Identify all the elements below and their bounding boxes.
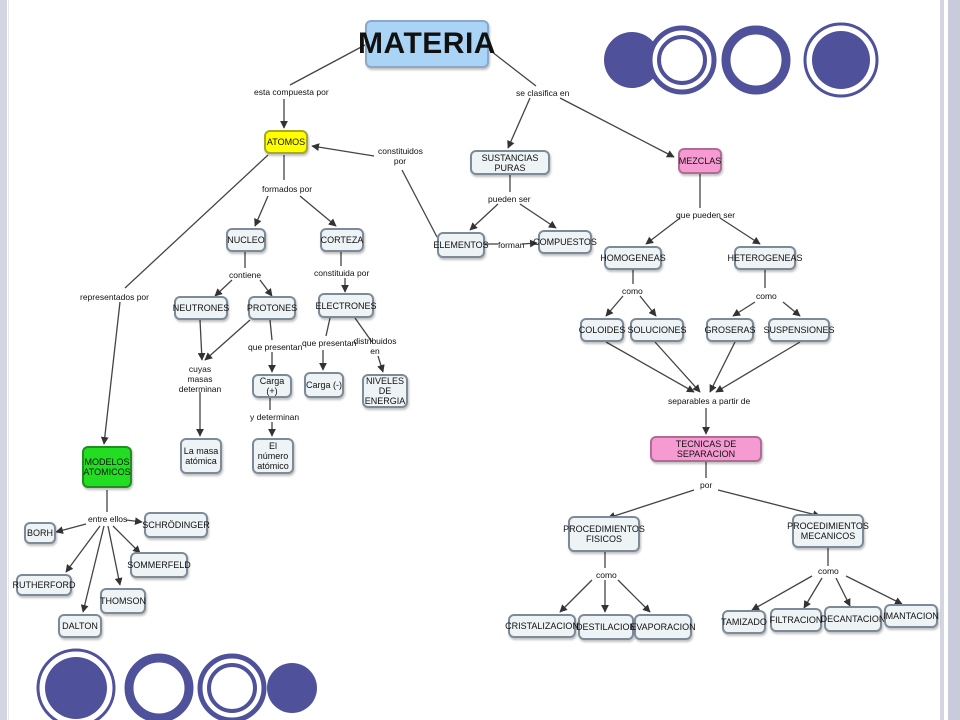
node-rutherford: RUTHERFORD bbox=[13, 574, 76, 596]
node-schrodinger: SCHRÖDINGER bbox=[142, 512, 210, 538]
label-constituidos: constituidos por bbox=[378, 146, 423, 166]
node-nucleo: NUCLEO bbox=[226, 228, 266, 252]
slide-left-border bbox=[0, 0, 9, 720]
node-thomson: THOMSON bbox=[100, 588, 146, 614]
node-destilacion: DESTILACION bbox=[576, 614, 636, 640]
node-atomos: ATOMOS bbox=[264, 130, 308, 154]
node-mezclas: MEZCLAS bbox=[678, 148, 722, 174]
label-separables: separables a partir de bbox=[668, 396, 751, 406]
node-corteza: CORTEZA bbox=[320, 228, 364, 252]
label-como-fisicos: como bbox=[596, 570, 617, 580]
label-contiene: contiene bbox=[229, 270, 262, 280]
node-coloides: COLOIDES bbox=[579, 318, 625, 342]
label-que-pueden-ser: que pueden ser bbox=[676, 210, 736, 220]
label-como-heterogeneas: como bbox=[756, 291, 777, 301]
decorative-circles-top bbox=[604, 22, 879, 98]
label-representados: representados por bbox=[80, 292, 149, 302]
node-elementos: ELEMENTOS bbox=[433, 232, 489, 258]
label-como-mecanicos: como bbox=[818, 566, 839, 576]
node-tamizado: TAMIZADO bbox=[721, 610, 767, 634]
node-procedimientos-fisicos: PROCEDIMIENTOS FISICOS bbox=[563, 516, 645, 552]
label-como-homogeneas: como bbox=[622, 286, 643, 296]
label-que-presentan-protones: que presentan bbox=[248, 342, 303, 352]
slide-right-border bbox=[938, 0, 960, 720]
node-sustancias-puras: SUSTANCIAS PURAS bbox=[470, 150, 550, 175]
node-evaporacion: EVAPORACION bbox=[630, 614, 696, 640]
label-por: por bbox=[700, 480, 713, 490]
label-se-clasifica: se clasifica en bbox=[516, 88, 570, 98]
decorative-circles-bottom bbox=[36, 648, 317, 720]
node-dalton: DALTON bbox=[58, 614, 102, 638]
label-distribuidos: distribuidos en bbox=[353, 336, 397, 356]
node-heterogeneas: HETEROGENEAS bbox=[728, 246, 803, 270]
node-niveles-energia: NIVELES DE ENERGIA bbox=[362, 374, 408, 408]
node-materia: MATERIA bbox=[358, 20, 495, 68]
label-entre-ellos: entre ellos bbox=[88, 514, 128, 524]
node-numero-atomico: El número atómico bbox=[252, 438, 294, 474]
node-cristalizacion: CRISTALIZACION bbox=[505, 614, 579, 638]
node-protones: PROTONES bbox=[247, 296, 297, 320]
node-soluciones: SOLUCIONES bbox=[628, 318, 687, 342]
node-carga-negativa: Carga (-) bbox=[304, 372, 344, 398]
node-neutrones: NEUTRONES bbox=[173, 296, 229, 320]
node-carga-positiva: Carga (+) bbox=[252, 374, 292, 398]
node-sommerfeld: SOMMERFELD bbox=[127, 552, 191, 578]
label-forman: forman bbox=[498, 240, 525, 250]
node-masa-atomica: La masa atómica bbox=[180, 438, 222, 474]
label-constituida: constituida por bbox=[314, 268, 370, 278]
node-decantacion: DECANTACION bbox=[821, 606, 885, 632]
node-compuestos: COMPUESTOS bbox=[533, 230, 597, 254]
node-homogeneas: HOMOGENEAS bbox=[600, 246, 666, 270]
node-procedimientos-mecanicos: PROCEDIMIENTOS MECANICOS bbox=[787, 514, 869, 548]
node-suspensiones: SUSPENSIONES bbox=[763, 318, 835, 342]
label-cuyas-masas: cuyas masas determinan bbox=[178, 364, 222, 394]
node-groseras: GROSERAS bbox=[705, 318, 756, 342]
node-electrones: ELECTRONES bbox=[316, 293, 377, 318]
node-borh: BORH bbox=[24, 522, 56, 544]
node-filtracion: FILTRACION bbox=[770, 608, 822, 632]
node-modelos-atomicos: MODELOS ATOMICOS bbox=[82, 446, 132, 488]
label-esta-compuesta: esta compuesta por bbox=[254, 87, 329, 97]
label-y-determinan: y determinan bbox=[250, 412, 300, 422]
node-tecnicas-separacion: TECNICAS DE SEPARACION bbox=[650, 436, 762, 462]
node-imantacion: IMANTACION bbox=[883, 604, 939, 628]
label-formados: formados por bbox=[262, 184, 313, 194]
label-que-presentan-electrones: que presentan bbox=[302, 338, 357, 348]
label-pueden-ser: pueden ser bbox=[488, 194, 531, 204]
